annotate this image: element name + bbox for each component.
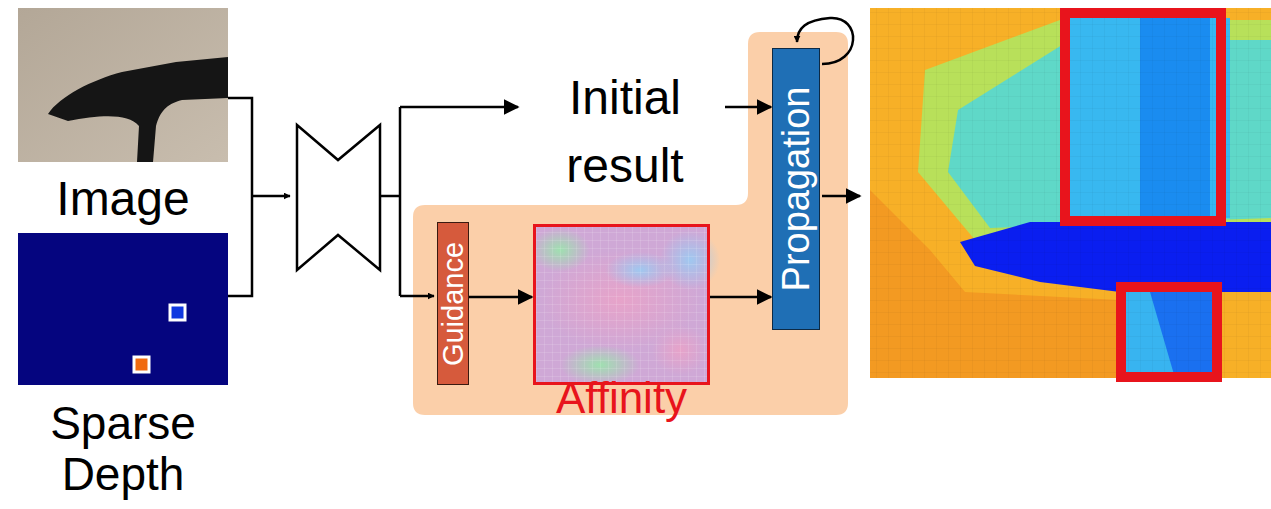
affinity-map [530,224,720,385]
svg-rect [870,8,1271,378]
svg-rect [870,8,1271,378]
image-node: Initial result [525,62,725,201]
svg-path [399,107,402,296]
node-label: Propagation [777,87,815,292]
wire [822,195,860,198]
svg-path [228,98,252,296]
node-label: Guidance [439,241,468,365]
wire [228,98,518,296]
image-node: Sparse Depth [8,233,238,501]
svg-rect [535,226,709,384]
svg-path [380,195,400,198]
node-label: Sparse Depth [8,398,238,501]
node-label: Initial result [525,64,725,198]
svg-rect [134,357,149,372]
node-label: Image [18,171,228,226]
svg-rect [1121,287,1217,377]
svg-rect [533,224,710,385]
svg-path [400,106,518,109]
encoder-decoder [297,125,380,270]
process-box: Guidance [437,222,469,385]
svg-rect [533,224,710,385]
svg-path [48,57,228,162]
image-node: Image [18,8,228,226]
sparse-depth-map [18,233,228,385]
arrow-connector [725,106,771,109]
module-region [413,32,848,415]
svg-path [400,295,434,298]
node-label: Affinity [533,374,710,422]
svg-rect [18,8,228,162]
image-node: Affinity [533,222,710,422]
svg-rect [170,305,185,320]
arrow-connector [710,296,771,299]
arrow-connector [469,296,532,299]
input-image [18,8,228,162]
svg-rect [1065,13,1221,221]
svg-rect [18,233,228,385]
svg-path [252,195,290,198]
process-box: Propagation [772,48,820,330]
output-depth-map [870,8,1271,378]
